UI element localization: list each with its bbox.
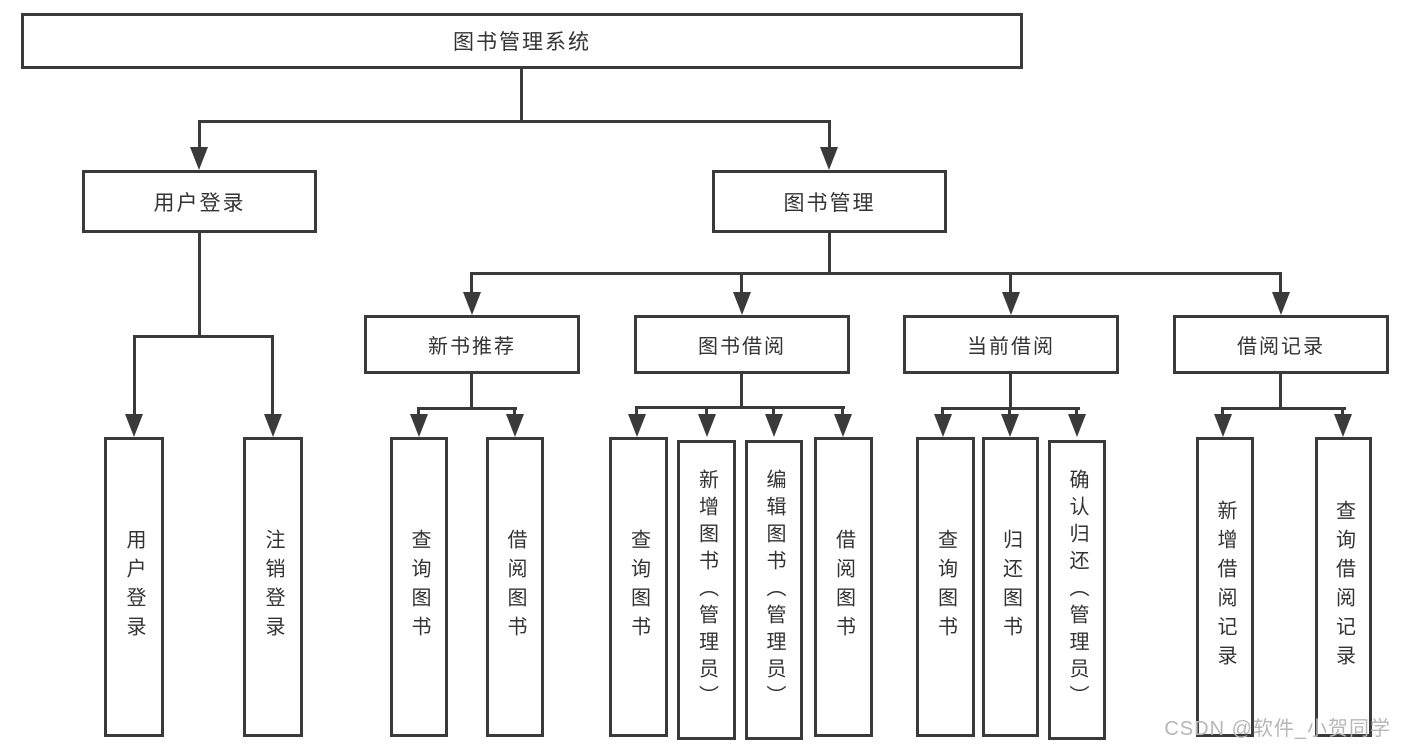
- connector-line: [772, 406, 775, 417]
- leaf-rec-query-books: 查询图书: [390, 437, 448, 737]
- arrow-down-icon: [628, 414, 646, 437]
- connector-line: [1009, 374, 1012, 407]
- connector-line: [198, 120, 831, 123]
- leaf-br-query-record-label: 查询借阅记录: [1332, 500, 1355, 674]
- leaf-cb-return-books: 归还图书: [982, 437, 1039, 737]
- arrow-down-icon: [820, 147, 838, 170]
- connector-line: [470, 272, 1282, 275]
- connector-line: [1008, 407, 1011, 417]
- connector-line: [513, 407, 516, 417]
- connector-line: [941, 407, 944, 417]
- node-current-borrow: 当前借阅: [903, 315, 1119, 374]
- leaf-bb-query-books-label: 查询图书: [627, 529, 650, 645]
- connector-line: [520, 69, 523, 120]
- connector-line: [1075, 407, 1078, 417]
- connector-line: [635, 406, 638, 417]
- leaf-cb-return-books-label: 归还图书: [999, 529, 1022, 645]
- arrow-down-icon: [190, 147, 208, 170]
- leaf-bb-edit-books-admin-label: 编辑图书（管理员）: [763, 468, 785, 712]
- connector-line: [828, 120, 831, 150]
- connector-line: [635, 406, 845, 409]
- node-root: 图书管理系统: [21, 13, 1023, 69]
- connector-line: [1279, 272, 1282, 294]
- arrow-down-icon: [463, 292, 481, 315]
- node-book-mgmt-label: 图书管理: [783, 191, 876, 215]
- leaf-br-add-record-label: 新增借阅记录: [1214, 500, 1236, 674]
- connector-line: [271, 335, 274, 417]
- node-borrow-records-label: 借阅记录: [1237, 336, 1325, 358]
- connector-line: [133, 335, 274, 338]
- connector-line: [470, 272, 473, 294]
- leaf-user-login: 用户登录: [104, 437, 164, 737]
- leaf-logout: 注销登录: [243, 437, 303, 737]
- leaf-bb-add-books-admin-label: 新增图书（管理员）: [695, 468, 718, 712]
- connector-line: [417, 407, 420, 417]
- leaf-bb-borrow-books: 借阅图书: [814, 437, 873, 737]
- arrow-down-icon: [1068, 414, 1086, 437]
- connector-line: [198, 233, 201, 335]
- arrow-down-icon: [1002, 292, 1020, 315]
- connector-line: [1341, 407, 1344, 417]
- leaf-br-add-record: 新增借阅记录: [1196, 437, 1254, 737]
- arrow-down-icon: [934, 414, 952, 437]
- node-user-login: 用户登录: [82, 170, 317, 233]
- connector-line: [841, 406, 844, 417]
- node-new-book-rec: 新书推荐: [364, 315, 580, 374]
- leaf-bb-query-books: 查询图书: [609, 437, 668, 737]
- leaf-rec-borrow-books-label: 借阅图书: [504, 529, 526, 645]
- leaf-logout-label: 注销登录: [262, 529, 284, 645]
- connector-line: [470, 374, 473, 407]
- arrow-down-icon: [1334, 414, 1352, 437]
- leaf-rec-borrow-books: 借阅图书: [486, 437, 544, 737]
- leaf-cb-confirm-return-admin: 确认归还（管理员）: [1048, 440, 1106, 740]
- node-user-login-label: 用户登录: [153, 191, 246, 215]
- node-root-label: 图书管理系统: [453, 31, 591, 54]
- node-new-book-rec-label: 新书推荐: [428, 336, 516, 358]
- arrow-down-icon: [125, 414, 143, 437]
- node-borrow-records: 借阅记录: [1173, 315, 1389, 374]
- arrow-down-icon: [765, 414, 783, 437]
- node-current-borrow-label: 当前借阅: [967, 336, 1055, 358]
- leaf-br-query-record: 查询借阅记录: [1315, 437, 1372, 737]
- connector-line: [1279, 374, 1282, 407]
- node-book-borrow: 图书借阅: [634, 315, 850, 374]
- connector-line: [1009, 272, 1012, 294]
- connector-line: [740, 272, 743, 294]
- arrow-down-icon: [733, 292, 751, 315]
- arrow-down-icon: [264, 414, 282, 437]
- watermark: CSDN @软件_小贺同学: [1164, 718, 1391, 740]
- leaf-rec-query-books-label: 查询图书: [408, 529, 430, 645]
- connector-line: [417, 407, 517, 410]
- arrow-down-icon: [1272, 292, 1290, 315]
- leaf-bb-edit-books-admin: 编辑图书（管理员）: [745, 440, 803, 740]
- arrow-down-icon: [410, 414, 428, 437]
- leaf-bb-add-books-admin: 新增图书（管理员）: [677, 440, 736, 740]
- arrow-down-icon: [834, 414, 852, 437]
- arrow-down-icon: [698, 414, 716, 437]
- leaf-cb-query-books: 查询图书: [916, 437, 975, 737]
- leaf-cb-query-books-label: 查询图书: [934, 529, 957, 645]
- leaf-bb-borrow-books-label: 借阅图书: [832, 529, 855, 645]
- arrow-down-icon: [1001, 414, 1019, 437]
- connector-line: [1221, 407, 1346, 410]
- connector-line: [198, 120, 201, 150]
- connector-line: [1221, 407, 1224, 417]
- connector-line: [705, 406, 708, 417]
- arrow-down-icon: [1214, 414, 1232, 437]
- node-book-borrow-label: 图书借阅: [698, 336, 786, 358]
- node-book-mgmt: 图书管理: [712, 170, 947, 233]
- arrow-down-icon: [506, 414, 524, 437]
- connector-line: [133, 335, 136, 417]
- leaf-cb-confirm-return-admin-label: 确认归还（管理员）: [1066, 468, 1088, 712]
- connector-line: [828, 233, 831, 272]
- leaf-user-login-label: 用户登录: [123, 529, 145, 645]
- connector-line: [740, 374, 743, 406]
